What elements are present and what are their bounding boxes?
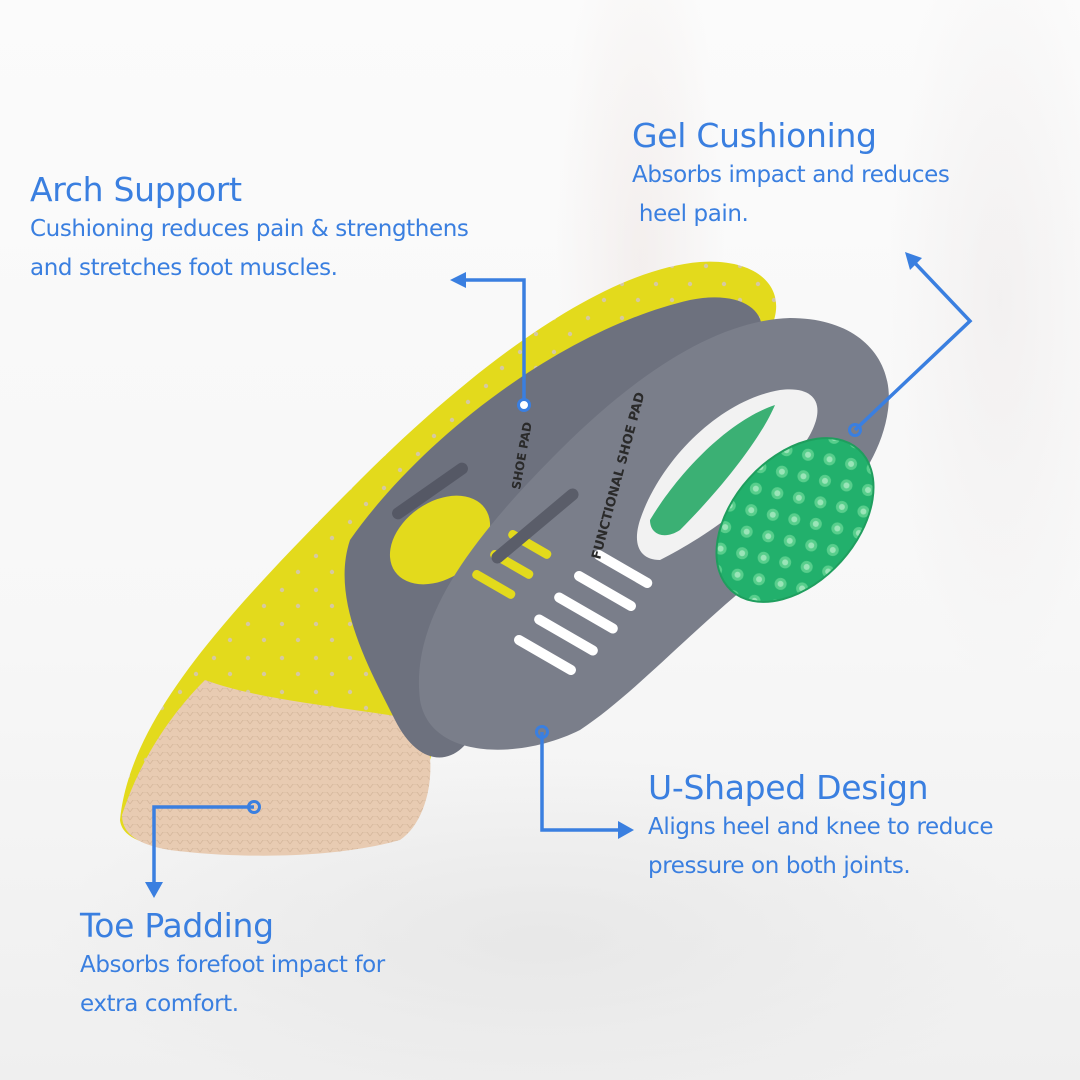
arrow-left-icon: [450, 272, 466, 288]
callout-title: U-Shaped Design: [648, 768, 929, 807]
callout-title: Gel Cushioning: [632, 116, 877, 155]
leader-arch-support: [462, 278, 526, 405]
callout-toe-padding: Toe Padding Absorbs forefoot impact for …: [80, 906, 385, 1024]
leader-toe-padding: [152, 805, 254, 884]
front-insole: FUNCTIONAL SHOE PAD SHOE PAD: [418, 318, 889, 750]
leader-u-shaped: [540, 732, 618, 832]
callout-description: Absorbs forefoot impact for extra comfor…: [80, 952, 385, 1017]
callout-arch-support: Arch Support Cushioning reduces pain & s…: [30, 170, 469, 288]
callout-description: Absorbs impact and reduces heel pain.: [632, 162, 950, 227]
arrow-up-left-icon: [905, 252, 922, 270]
callout-gel-cushioning: Gel Cushioning Absorbs impact and reduce…: [632, 116, 950, 234]
callout-title: Toe Padding: [80, 906, 274, 945]
arrow-down-icon: [145, 882, 163, 898]
callout-title: Arch Support: [30, 170, 242, 209]
arrow-right-icon: [618, 821, 634, 839]
leader-gel-cushioning: [853, 260, 973, 432]
callout-description: Cushioning reduces pain & strengthens an…: [30, 216, 469, 281]
callout-description: Aligns heel and knee to reduce pressure …: [648, 814, 994, 879]
gel-heel-pad: [715, 437, 875, 603]
callout-u-shaped-design: U-Shaped Design Aligns heel and knee to …: [648, 768, 994, 886]
ventilation-stripes: [514, 550, 653, 675]
